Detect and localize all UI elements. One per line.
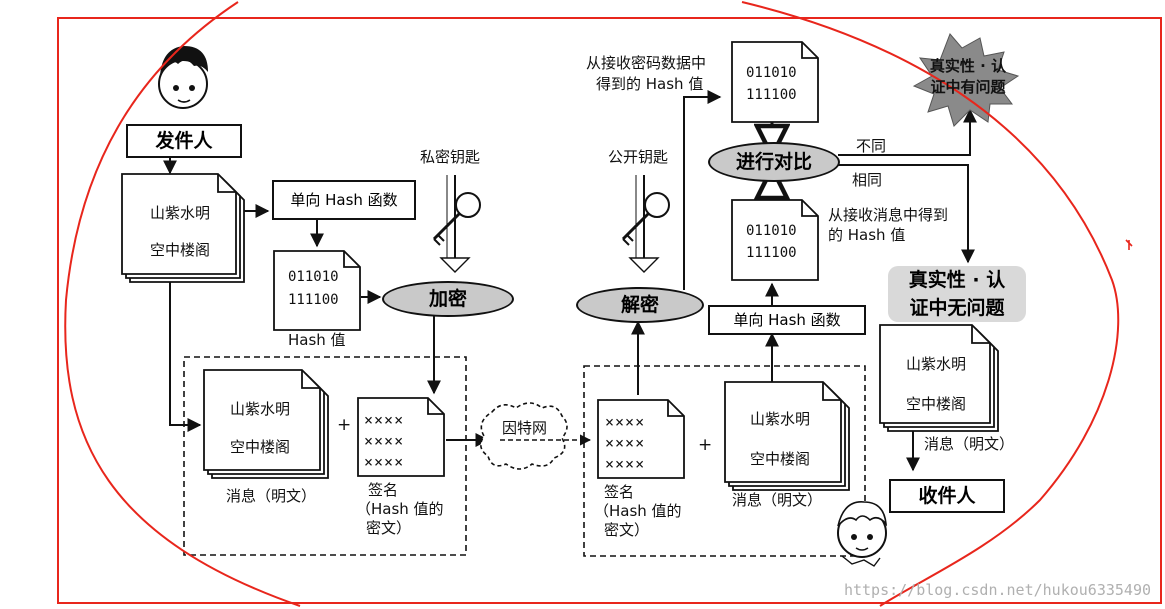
message-line2-sender: 空中楼阁 [149,241,210,259]
hash-function-left: 单向 Hash 函数 [272,180,416,220]
hash-value-top-line2: 111100 [746,87,797,103]
internet-cloud [480,402,568,470]
message-caption-right: 消息（明文） [732,491,823,509]
from-cipher-line1: 从接收密码数据中 [586,54,707,72]
sender-label: 发件人 [126,124,242,158]
message-line2-right: 空中楼阁 [749,450,810,468]
frame-border [57,17,1162,604]
message-line1-right: 山紫水明 [749,410,810,428]
same-label: 相同 [852,171,883,189]
plus-left: + [337,415,352,435]
watermark-url: https://blog.csdn.net/hukou6335490 [843,581,1151,599]
plus-right: + [698,435,713,455]
receiver-avatar [837,501,888,567]
message-caption-receiver: 消息（明文） [924,435,1015,453]
doc-message-right [724,381,850,491]
public-key-label: 公开钥匙 [608,148,669,166]
signature-left-row2: ×××× [364,432,405,450]
auth-ok-badge: 真实性 · 认 证中无问题 [888,266,1026,322]
signature-left-caption3: 密文） [366,519,412,537]
auth-ok-line2: 证中无问题 [909,297,1005,319]
internet-label: 因特网 [502,419,548,437]
signature-right-row3: ×××× [605,455,646,473]
doc-signature-left [357,397,445,477]
private-key-label: 私密钥匙 [420,148,481,166]
hash-value-left-line1: 011010 [288,269,339,285]
signature-right-row2: ×××× [605,434,646,452]
doc-message-receiver [879,324,999,432]
hash-function-right: 单向 Hash 函数 [708,305,866,335]
different-label: 不同 [856,137,887,155]
signature-right-caption1: 签名 [604,483,635,501]
doc-signature-right [597,399,685,479]
encrypt-ellipse: 加密 [382,281,514,317]
message-line2-receiver: 空中楼阁 [905,395,966,413]
doc-message-left [203,369,329,479]
signature-left-row1: ×××× [364,411,405,429]
message-caption-left: 消息（明文） [226,487,317,505]
hash-value-left-line2: 111100 [288,292,339,308]
doc-hash-value-top [731,41,819,123]
auth-problem-starburst [912,33,1020,127]
hash-value-lower-line2: 111100 [746,245,797,261]
sender-avatar [158,46,208,109]
signature-right-caption2: （Hash 值的 [594,502,682,520]
doc-hash-value-left [273,250,361,331]
hash-value-top-line1: 011010 [746,65,797,81]
dashed-region-right [583,365,866,557]
message-line1-sender: 山紫水明 [149,204,210,222]
signature-left-caption2: （Hash 值的 [356,500,444,518]
signature-right-row1: ×××× [605,413,646,431]
signature-right-caption3: 密文） [604,521,650,539]
auth-problem-line1: 真实性 · 认 [929,57,1007,75]
compare-ellipse: 进行对比 [708,142,840,182]
signature-left-row3: ×××× [364,453,405,471]
public-key-icon [621,175,670,273]
dashed-region-left [183,356,467,556]
auth-problem-line2: 证中有问题 [930,78,1006,96]
signature-left-caption1: 签名 [368,481,399,499]
doc-message-sender [121,173,245,283]
hash-value-lower-line1: 011010 [746,223,797,239]
message-line1-left: 山紫水明 [229,400,290,418]
private-key-icon [432,175,481,273]
decrypt-ellipse: 解密 [576,287,704,323]
from-message-line2: 的 Hash 值 [828,226,906,244]
auth-ok-line1: 真实性 · 认 [908,269,1006,291]
receiver-label: 收件人 [889,479,1005,513]
message-line2-left: 空中楼阁 [229,438,290,456]
hash-value-left-caption: Hash 值 [288,331,346,349]
from-message-line1: 从接收消息中得到 [828,206,949,224]
from-cipher-line2: 得到的 Hash 值 [596,75,704,93]
doc-hash-value-lower [731,199,819,281]
message-line1-receiver: 山紫水明 [905,355,966,373]
red-annotation-curve [64,1,1120,607]
